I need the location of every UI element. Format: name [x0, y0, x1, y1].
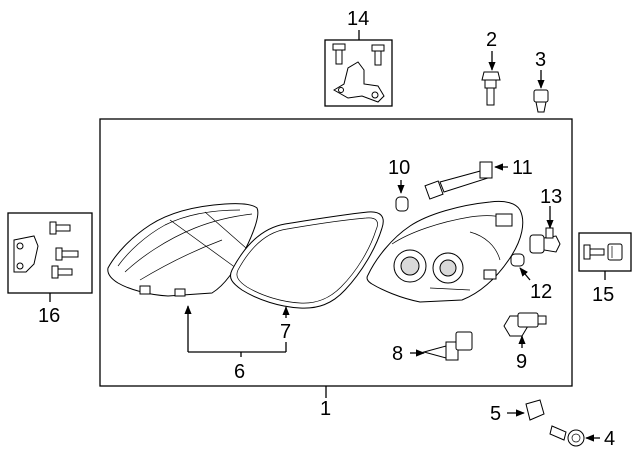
- callout-16: 16: [38, 305, 60, 327]
- low-beam-bulb: [422, 331, 473, 361]
- callout-6: 6: [234, 361, 245, 383]
- callout-leader-12: [519, 267, 531, 281]
- high-beam-bulb: [503, 312, 547, 337]
- screw-4: [549, 425, 585, 447]
- callout-13: 13: [540, 186, 562, 208]
- bolt-2: [481, 71, 501, 106]
- callout-15: 15: [592, 284, 614, 306]
- callout-9: 9: [516, 351, 527, 373]
- callout-5: 5: [490, 403, 501, 425]
- side-marker-bulb: [395, 196, 409, 212]
- headlamp-lens: [107, 203, 259, 297]
- callout-12: 12: [530, 281, 552, 303]
- callout-8: 8: [392, 343, 403, 365]
- turn-signal-bulb: [529, 227, 561, 254]
- callout-14: 14: [347, 8, 369, 30]
- headlamp-housing: [366, 200, 524, 303]
- callout-3: 3: [535, 49, 546, 71]
- callout-2: 2: [486, 29, 497, 51]
- small-bulb: [510, 253, 525, 267]
- callout-11: 11: [512, 157, 533, 179]
- callout-1: 1: [320, 398, 331, 420]
- callout-7: 7: [280, 321, 291, 343]
- bulb-socket-harness: [424, 161, 493, 200]
- bolt-and-clip-15: [583, 243, 623, 261]
- bracket-kit-16: [13, 221, 79, 279]
- callout-4: 4: [604, 428, 615, 450]
- lens-gasket: [229, 211, 384, 309]
- callout-10: 10: [388, 157, 410, 179]
- clip-5: [525, 399, 545, 421]
- clip-nut-3: [533, 89, 549, 113]
- assembly-frame: [99, 118, 573, 387]
- bracket-kit-14: [332, 43, 385, 103]
